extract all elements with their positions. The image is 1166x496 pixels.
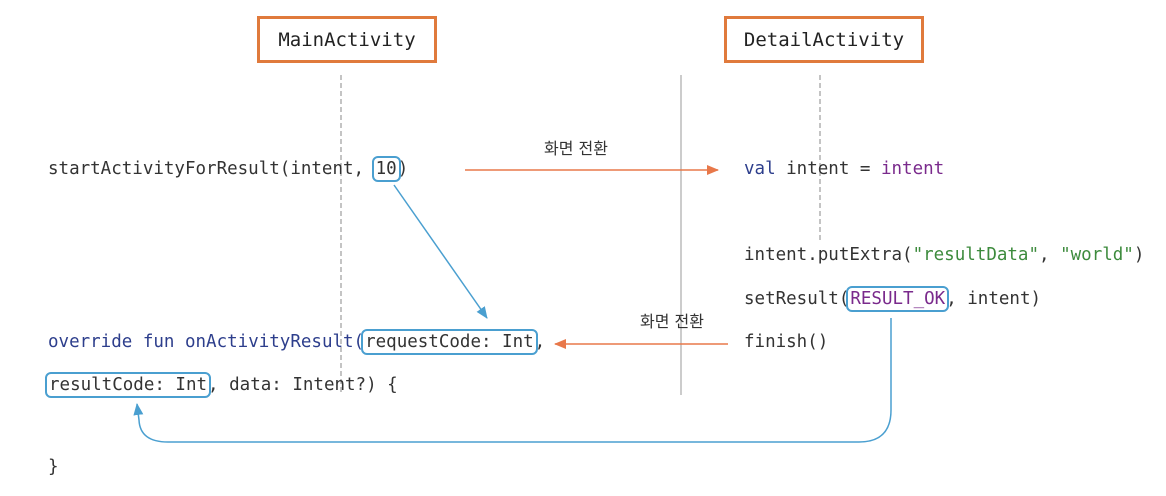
request-code-value-highlight: 10 [371, 156, 401, 182]
result-code-param-highlight: resultCode: Int [45, 372, 212, 398]
put-extra-line: intent.putExtra("resultData", "world") [744, 245, 1145, 265]
request-code-param-highlight: requestCode: Int [361, 329, 538, 355]
set-result-line: setResult(RESULT_OK, intent) [744, 286, 1041, 312]
val-intent-line: val intent = intent [744, 159, 945, 179]
main-activity-header: MainActivity [257, 16, 437, 63]
start-activity-line: startActivityForResult(intent, 10) [48, 156, 408, 182]
result-code-line: resultCode: Int, data: Intent?) { [45, 372, 398, 398]
result-code-arrow [133, 318, 892, 443]
result-ok-highlight: RESULT_OK [846, 286, 950, 312]
finish-line: finish() [744, 332, 829, 352]
override-line: override fun onActivityResult(requestCod… [48, 329, 545, 355]
detail-activity-header: DetailActivity [724, 16, 924, 63]
detail-activity-title: DetailActivity [743, 28, 905, 51]
back-transition-label: 화면 전환 [640, 312, 704, 331]
close-brace-line: } [48, 457, 59, 477]
main-activity-title: MainActivity [278, 28, 416, 51]
request-code-arrow [393, 184, 488, 319]
forward-transition-label: 화면 전환 [544, 139, 608, 158]
